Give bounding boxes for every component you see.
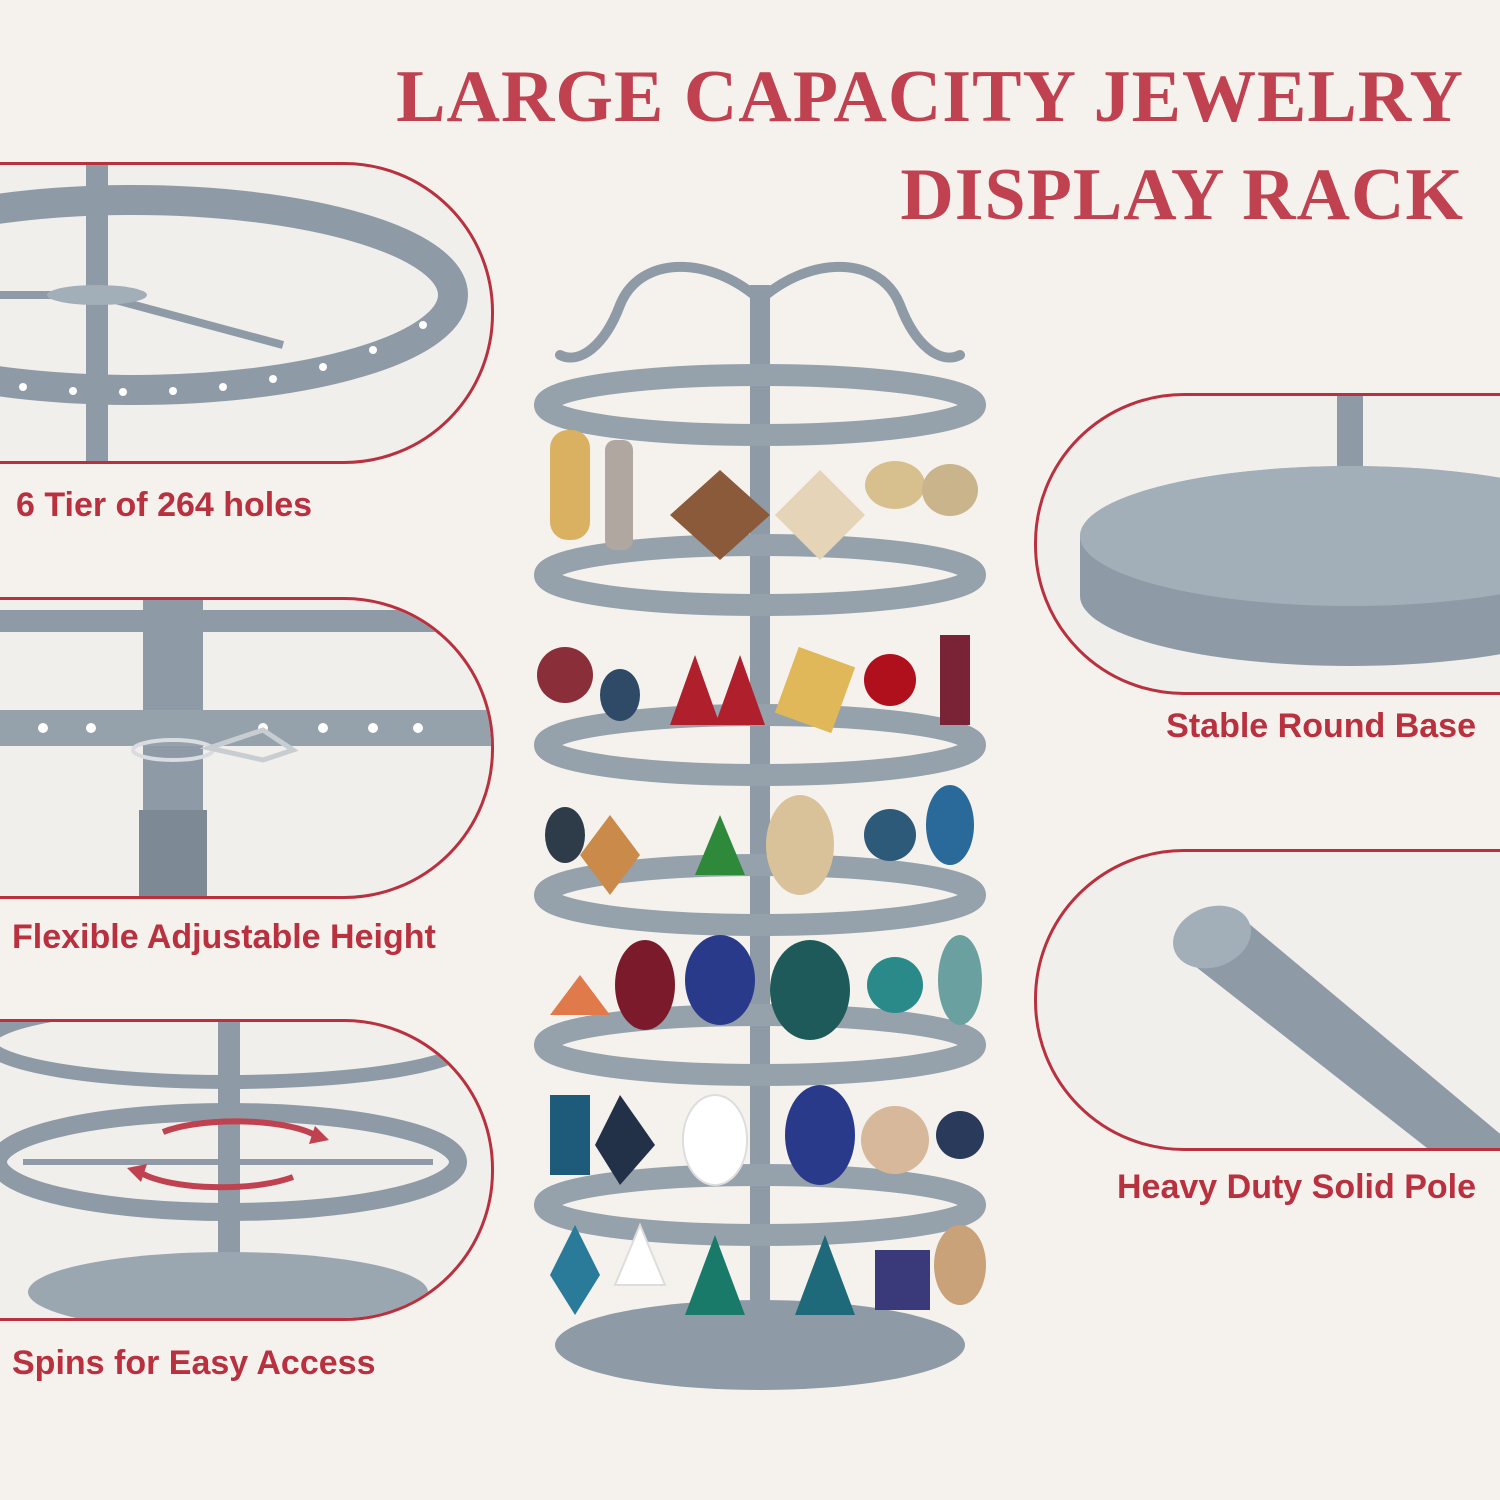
- height-clip-closeup-icon: [0, 600, 491, 896]
- feature-panel-tiers: [0, 162, 494, 464]
- rack-tiers: [534, 364, 986, 1246]
- round-base-closeup-icon: [1080, 396, 1500, 666]
- earrings-decoration: [537, 430, 986, 1315]
- caption-height: Flexible Adjustable Height: [12, 918, 436, 956]
- rotate-arrows-icon: [0, 1022, 475, 1318]
- solid-pole-closeup-icon: [1173, 905, 1500, 1148]
- feature-panel-pole: [1034, 849, 1500, 1151]
- title-line-2: DISPLAY RACK: [900, 154, 1464, 236]
- rack-base: [555, 1300, 965, 1390]
- feature-panel-spin: [0, 1019, 494, 1321]
- caption-base: Stable Round Base: [1166, 707, 1476, 745]
- feature-panel-height: [0, 597, 494, 899]
- top-hook-left-icon: [555, 261, 765, 363]
- caption-tiers: 6 Tier of 264 holes: [16, 486, 313, 524]
- jewelry-rack-illustration: [534, 261, 986, 1390]
- page-title: LARGE CAPACITY JEWELRY DISPLAY RACK: [364, 48, 1464, 244]
- caption-spin: Spins for Easy Access: [12, 1344, 376, 1382]
- title-line-1: LARGE CAPACITY JEWELRY: [396, 56, 1464, 138]
- tier-ring-closeup-icon: [0, 165, 468, 461]
- feature-panel-base: [1034, 393, 1500, 695]
- caption-pole: Heavy Duty Solid Pole: [1117, 1168, 1476, 1206]
- top-hook-right-icon: [755, 261, 965, 363]
